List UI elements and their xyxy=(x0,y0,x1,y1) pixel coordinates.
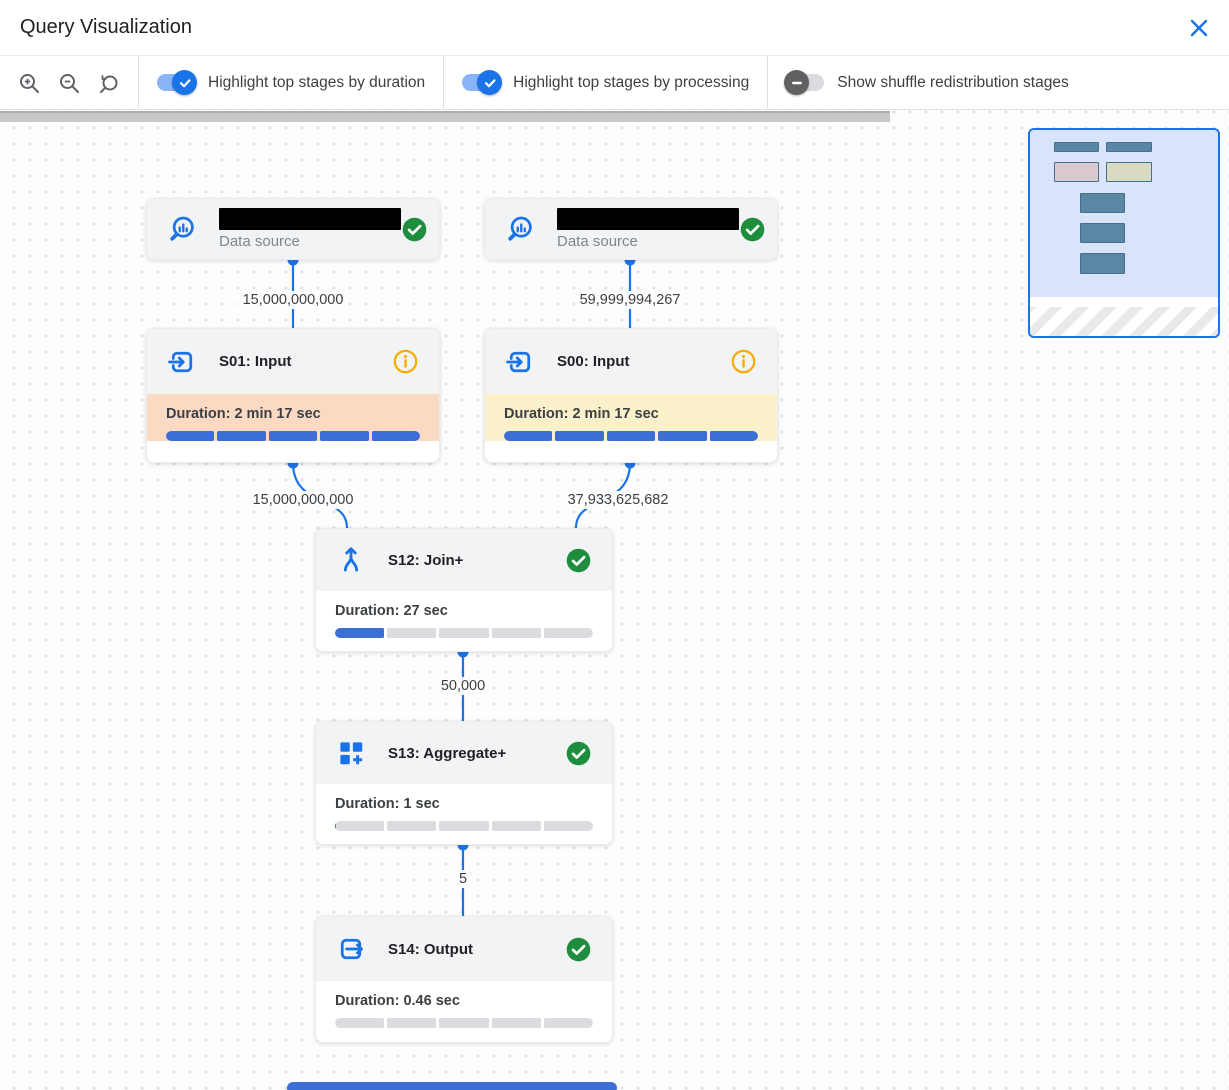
stage-duration: Duration: 2 min 17 sec xyxy=(166,406,321,422)
zoom-out-icon xyxy=(60,73,79,93)
minimap-node xyxy=(1080,193,1125,213)
minimap-node xyxy=(1054,142,1099,152)
highlight-processing-label: Highlight top stages by processing xyxy=(513,73,750,91)
graph-canvas[interactable]: Data source Data source xyxy=(0,110,1229,1090)
show-shuffle-label: Show shuffle redistribution stages xyxy=(837,73,1069,91)
bigquery-data-source-icon xyxy=(508,216,532,241)
toggle-processing-group: Highlight top stages by processing xyxy=(444,70,767,95)
stage-progress-bar xyxy=(335,628,594,638)
close-button[interactable] xyxy=(1185,14,1213,42)
aggregate-stage-icon xyxy=(340,742,363,765)
node-stage-s14-output[interactable]: S14: Output Duration: 0.46 sec xyxy=(315,916,613,1043)
redacted-table-name xyxy=(219,208,401,230)
node-stage-s01-input[interactable]: S01: Input Duration: 2 min 17 sec xyxy=(146,328,440,463)
success-check-icon xyxy=(566,741,591,765)
node-stage-s12-join[interactable]: S12: Join+ Duration: 27 sec xyxy=(315,528,613,652)
clipped-progress-bar xyxy=(287,1082,617,1090)
stage-duration-section: Duration: 2 min 17 sec xyxy=(147,394,439,441)
stage-duration-section: Duration: 2 min 17 sec xyxy=(485,394,777,441)
close-icon xyxy=(1190,19,1208,37)
toolbar: Highlight top stages by duration Highlig… xyxy=(0,55,1229,110)
redacted-table-name xyxy=(557,208,739,230)
stage-progress-bar xyxy=(335,1018,594,1028)
toggle-duration-group: Highlight top stages by duration xyxy=(139,70,443,95)
minimap-node xyxy=(1080,223,1125,243)
minimap-node xyxy=(1106,142,1152,152)
node-stage-s13-aggregate[interactable]: S13: Aggregate+ Duration: 1 sec xyxy=(315,721,613,845)
highlight-duration-toggle[interactable] xyxy=(157,70,197,95)
node-stage-s00-input[interactable]: S00: Input Duration: 2 min 17 sec xyxy=(484,328,778,463)
dialog-header: Query Visualization xyxy=(0,0,1229,56)
bigquery-data-source-icon xyxy=(170,216,194,241)
input-stage-icon xyxy=(168,351,193,372)
toolbar-divider xyxy=(767,55,769,110)
edge-label: 37,933,625,682 xyxy=(562,491,674,509)
toolbar-divider xyxy=(138,55,139,110)
stage-progress-bar xyxy=(166,431,421,441)
stage-title: S13: Aggregate+ xyxy=(388,744,507,762)
stage-duration-section: Duration: 27 sec xyxy=(316,591,612,638)
stage-duration: Duration: 2 min 17 sec xyxy=(504,406,659,422)
toggle-minus-icon xyxy=(784,70,810,95)
zoom-in-icon xyxy=(20,73,39,93)
success-check-icon xyxy=(402,217,427,241)
toggle-check-icon xyxy=(477,70,503,95)
stage-title: S01: Input xyxy=(219,353,292,370)
toolbar-divider xyxy=(443,55,445,110)
node-data-source-1[interactable]: Data source xyxy=(146,198,440,260)
data-source-label: Data source xyxy=(557,233,638,250)
toggle-shuffle-group: Show shuffle redistribution stages xyxy=(768,70,1087,95)
node-data-source-2[interactable]: Data source xyxy=(484,198,778,260)
stage-progress-bar xyxy=(335,821,594,831)
success-check-icon xyxy=(566,548,591,572)
highlight-processing-toggle[interactable] xyxy=(462,70,503,95)
zoom-reset-icon xyxy=(100,74,118,93)
zoom-controls xyxy=(0,70,138,96)
stage-duration-section: Duration: 0.46 sec xyxy=(316,981,612,1028)
minimap-node-highlight-duration xyxy=(1054,162,1099,182)
horizontal-scrollbar[interactable] xyxy=(0,111,890,122)
stage-duration: Duration: 1 sec xyxy=(335,796,440,812)
stage-duration: Duration: 0.46 sec xyxy=(335,993,460,1009)
edge-label: 50,000 xyxy=(435,677,491,695)
show-shuffle-toggle[interactable] xyxy=(784,70,825,95)
minimap[interactable] xyxy=(1028,128,1220,338)
zoom-out-button[interactable] xyxy=(56,70,82,96)
edge-label: 15,000,000,000 xyxy=(237,291,349,309)
info-icon[interactable] xyxy=(730,348,757,375)
zoom-in-button[interactable] xyxy=(16,70,42,96)
edge-label: 5 xyxy=(453,870,473,888)
join-stage-icon xyxy=(343,547,359,572)
stage-progress-bar xyxy=(504,431,759,441)
success-check-icon xyxy=(740,217,765,241)
edge-label: 59,999,994,267 xyxy=(574,291,686,309)
page-title: Query Visualization xyxy=(20,16,192,38)
stage-title: S12: Join+ xyxy=(388,551,464,569)
stage-duration-section: Duration: 1 sec xyxy=(316,784,612,831)
input-stage-icon xyxy=(506,351,531,372)
output-stage-icon xyxy=(340,938,363,960)
minimap-node xyxy=(1080,253,1125,274)
edge-label: 15,000,000,000 xyxy=(247,491,359,509)
highlight-duration-label: Highlight top stages by duration xyxy=(208,73,426,91)
info-icon[interactable] xyxy=(392,348,419,375)
success-check-icon xyxy=(566,937,591,961)
data-source-label: Data source xyxy=(219,233,300,250)
zoom-reset-button[interactable] xyxy=(96,70,122,96)
stage-title: S00: Input xyxy=(557,353,630,370)
toggle-check-icon xyxy=(172,70,197,95)
minimap-out-of-bounds xyxy=(1030,307,1218,336)
minimap-node-highlight-processing xyxy=(1106,162,1152,182)
stage-title: S14: Output xyxy=(388,940,473,958)
stage-duration: Duration: 27 sec xyxy=(335,603,448,619)
